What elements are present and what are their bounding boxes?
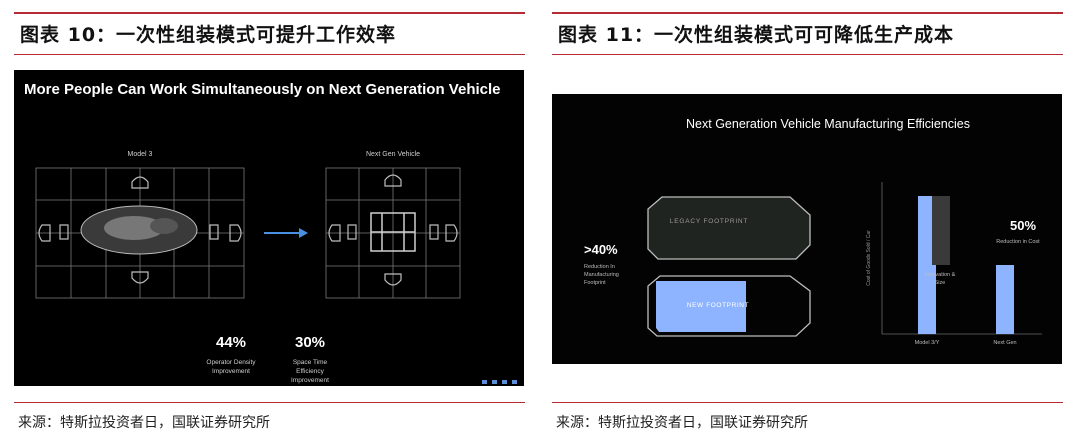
right-figure-panel: 图表 11：一次性组装模式可可降低生产成本 Next Generation Ve… [552, 0, 1063, 443]
nextgen-label: Next Gen Vehicle [366, 151, 420, 158]
stat-label-line: Improvement [212, 368, 250, 375]
stat-label-line: Space Time [293, 359, 328, 366]
slide-graphic: Next Generation Vehicle Manufacturing Ef… [584, 117, 1042, 346]
stat-label-line: Efficiency [296, 368, 324, 375]
title-rule [14, 54, 525, 55]
slide-image: Next Generation Vehicle Manufacturing Ef… [552, 94, 1062, 364]
figure-title: 图表 11：一次性组装模式可可降低生产成本 [558, 24, 955, 46]
slide-headline: Next Generation Vehicle Manufacturing Ef… [686, 117, 970, 131]
footprint-stat-line: Manufacturing [584, 272, 619, 278]
nextgen-grid [325, 167, 461, 299]
nextgen-frame-icon [370, 212, 416, 252]
stat-label-line: Improvement [291, 377, 329, 384]
y-axis-label: Cost of Goods Sold / Car [866, 230, 872, 286]
cost-chart-axes [881, 182, 1042, 335]
title-rule [552, 54, 1063, 55]
slide-image: More People Can Work Simultaneously on N… [14, 70, 524, 386]
stat-label-line: Operator Density [206, 359, 256, 366]
top-rule [552, 12, 1063, 14]
new-footprint-shape [647, 275, 811, 337]
left-figure-panel: 图表 10：一次性组装模式可提升工作效率 More People Can Wor… [14, 0, 525, 443]
footprint-stat-value: >40% [584, 242, 618, 257]
source-note: 来源：特斯拉投资者日，国联证券研究所 [556, 415, 808, 431]
innovation-label-line: Innovation & [925, 272, 956, 278]
model3-car-icon [80, 205, 198, 255]
source-rule [14, 402, 525, 403]
top-rule [14, 12, 525, 14]
new-footprint-label: NEW FOOTPRINT [687, 302, 749, 309]
model3-label: Model 3 [128, 151, 153, 158]
model3-grid [35, 167, 245, 299]
innovation-label-line: Size [935, 280, 946, 286]
slide-graphic: More People Can Work Simultaneously on N… [24, 81, 517, 384]
source-note: 来源：特斯拉投资者日，国联证券研究所 [18, 415, 270, 431]
bar-category-label: Model 3/Y [915, 340, 940, 346]
source-rule [552, 402, 1063, 403]
legacy-footprint-label: LEGACY FOOTPRINT [670, 218, 748, 225]
bar-model-3y [918, 196, 936, 334]
stat-value-space-time: 30% [295, 334, 325, 351]
footprint-stat-line: Reduction In [584, 264, 615, 270]
stat-value-operator-density: 44% [216, 334, 246, 351]
figure-title: 图表 10：一次性组装模式可提升工作效率 [20, 24, 397, 46]
bar-innovation-size [932, 196, 950, 265]
arrow-icon [264, 228, 308, 238]
bar-next-gen [996, 265, 1014, 334]
legacy-footprint-shape [647, 196, 811, 260]
cost-stat-value: 50% [1010, 218, 1036, 233]
model3-operators [38, 176, 242, 284]
footprint-stat-line: Footprint [584, 280, 606, 286]
slide-watermark-dots [482, 380, 517, 384]
slide-headline: More People Can Work Simultaneously on N… [24, 81, 501, 98]
cost-stat-line: Reduction in Cost [996, 239, 1040, 245]
cost-bars [918, 196, 1014, 334]
bar-category-label: Next Gen [993, 340, 1016, 346]
nextgen-operators [328, 174, 458, 286]
